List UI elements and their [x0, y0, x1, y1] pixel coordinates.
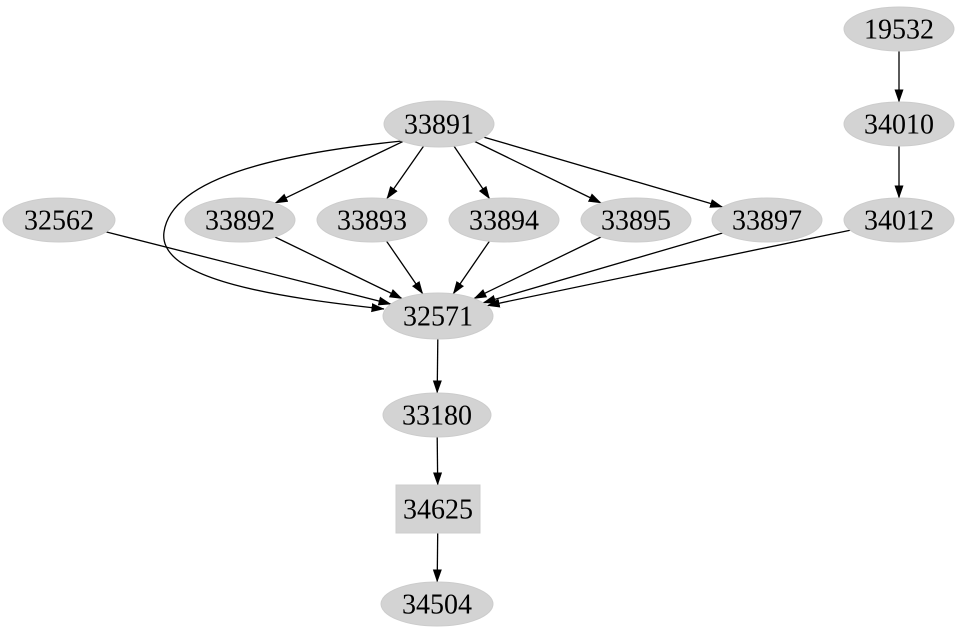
node-33894: 33894	[448, 197, 560, 243]
node-34625: 34625	[395, 484, 481, 534]
node-label-33897: 33897	[732, 206, 802, 237]
node-ellipse-33893	[316, 197, 428, 243]
edge-32562-to-32571	[105, 231, 392, 306]
edge-33893-to-32571	[386, 240, 424, 295]
node-ellipse-33894	[448, 197, 560, 243]
edge-33180-to-34625	[433, 436, 443, 486]
edge-33891-to-33892	[274, 140, 404, 204]
node-box-34625	[395, 484, 481, 534]
node-label-33180: 33180	[402, 401, 472, 432]
node-33891: 33891	[383, 100, 495, 148]
edge-33892-to-32571	[274, 236, 403, 300]
edge-34012-to-32571	[486, 229, 851, 308]
node-label-19532: 19532	[864, 15, 934, 46]
node-label-33895: 33895	[601, 206, 671, 237]
node-ellipse-34012	[843, 197, 955, 243]
edge-33897-to-32571	[482, 232, 723, 304]
node-ellipse-33180	[382, 392, 492, 438]
node-label-32562: 32562	[24, 206, 94, 237]
edge-33891-to-33895	[474, 140, 602, 204]
node-label-32571: 32571	[403, 302, 473, 333]
node-ellipse-32571	[382, 292, 494, 340]
node-32571: 32571	[382, 292, 494, 340]
node-19532: 19532	[843, 6, 955, 52]
node-33895: 33895	[580, 197, 692, 243]
node-label-33894: 33894	[469, 206, 539, 237]
node-ellipse-33897	[711, 197, 823, 243]
edge-32571-to-33180	[432, 338, 442, 394]
node-ellipse-32562	[2, 197, 116, 243]
node-label-34504: 34504	[402, 590, 472, 621]
node-33893: 33893	[316, 197, 428, 243]
node-33897: 33897	[711, 197, 823, 243]
node-34012: 34012	[843, 197, 955, 243]
node-label-33891: 33891	[404, 110, 474, 141]
edge-33891-to-33893	[386, 145, 425, 200]
node-ellipse-34010	[843, 101, 955, 147]
node-ellipse-33895	[580, 197, 692, 243]
edge-33891-to-33897	[483, 136, 724, 208]
node-32562: 32562	[2, 197, 116, 243]
node-34010: 34010	[843, 101, 955, 147]
edge-33894-to-32571	[452, 240, 490, 295]
node-33180: 33180	[382, 392, 492, 438]
node-ellipse-33892	[184, 197, 296, 243]
node-label-34010: 34010	[864, 110, 934, 141]
edge-33891-to-33894	[453, 145, 491, 200]
node-ellipse-34504	[380, 581, 494, 627]
node-label-34625: 34625	[403, 495, 473, 526]
node-label-33893: 33893	[337, 206, 407, 237]
edge-33891-to-32571	[163, 140, 403, 313]
node-ellipse-33891	[383, 100, 495, 148]
edge-33895-to-32571	[473, 236, 602, 300]
node-label-34012: 34012	[864, 206, 934, 237]
node-label-33892: 33892	[205, 206, 275, 237]
node-34504: 34504	[380, 581, 494, 627]
edge-34625-to-34504	[432, 532, 442, 583]
node-ellipse-19532	[843, 6, 955, 52]
node-33892: 33892	[184, 197, 296, 243]
